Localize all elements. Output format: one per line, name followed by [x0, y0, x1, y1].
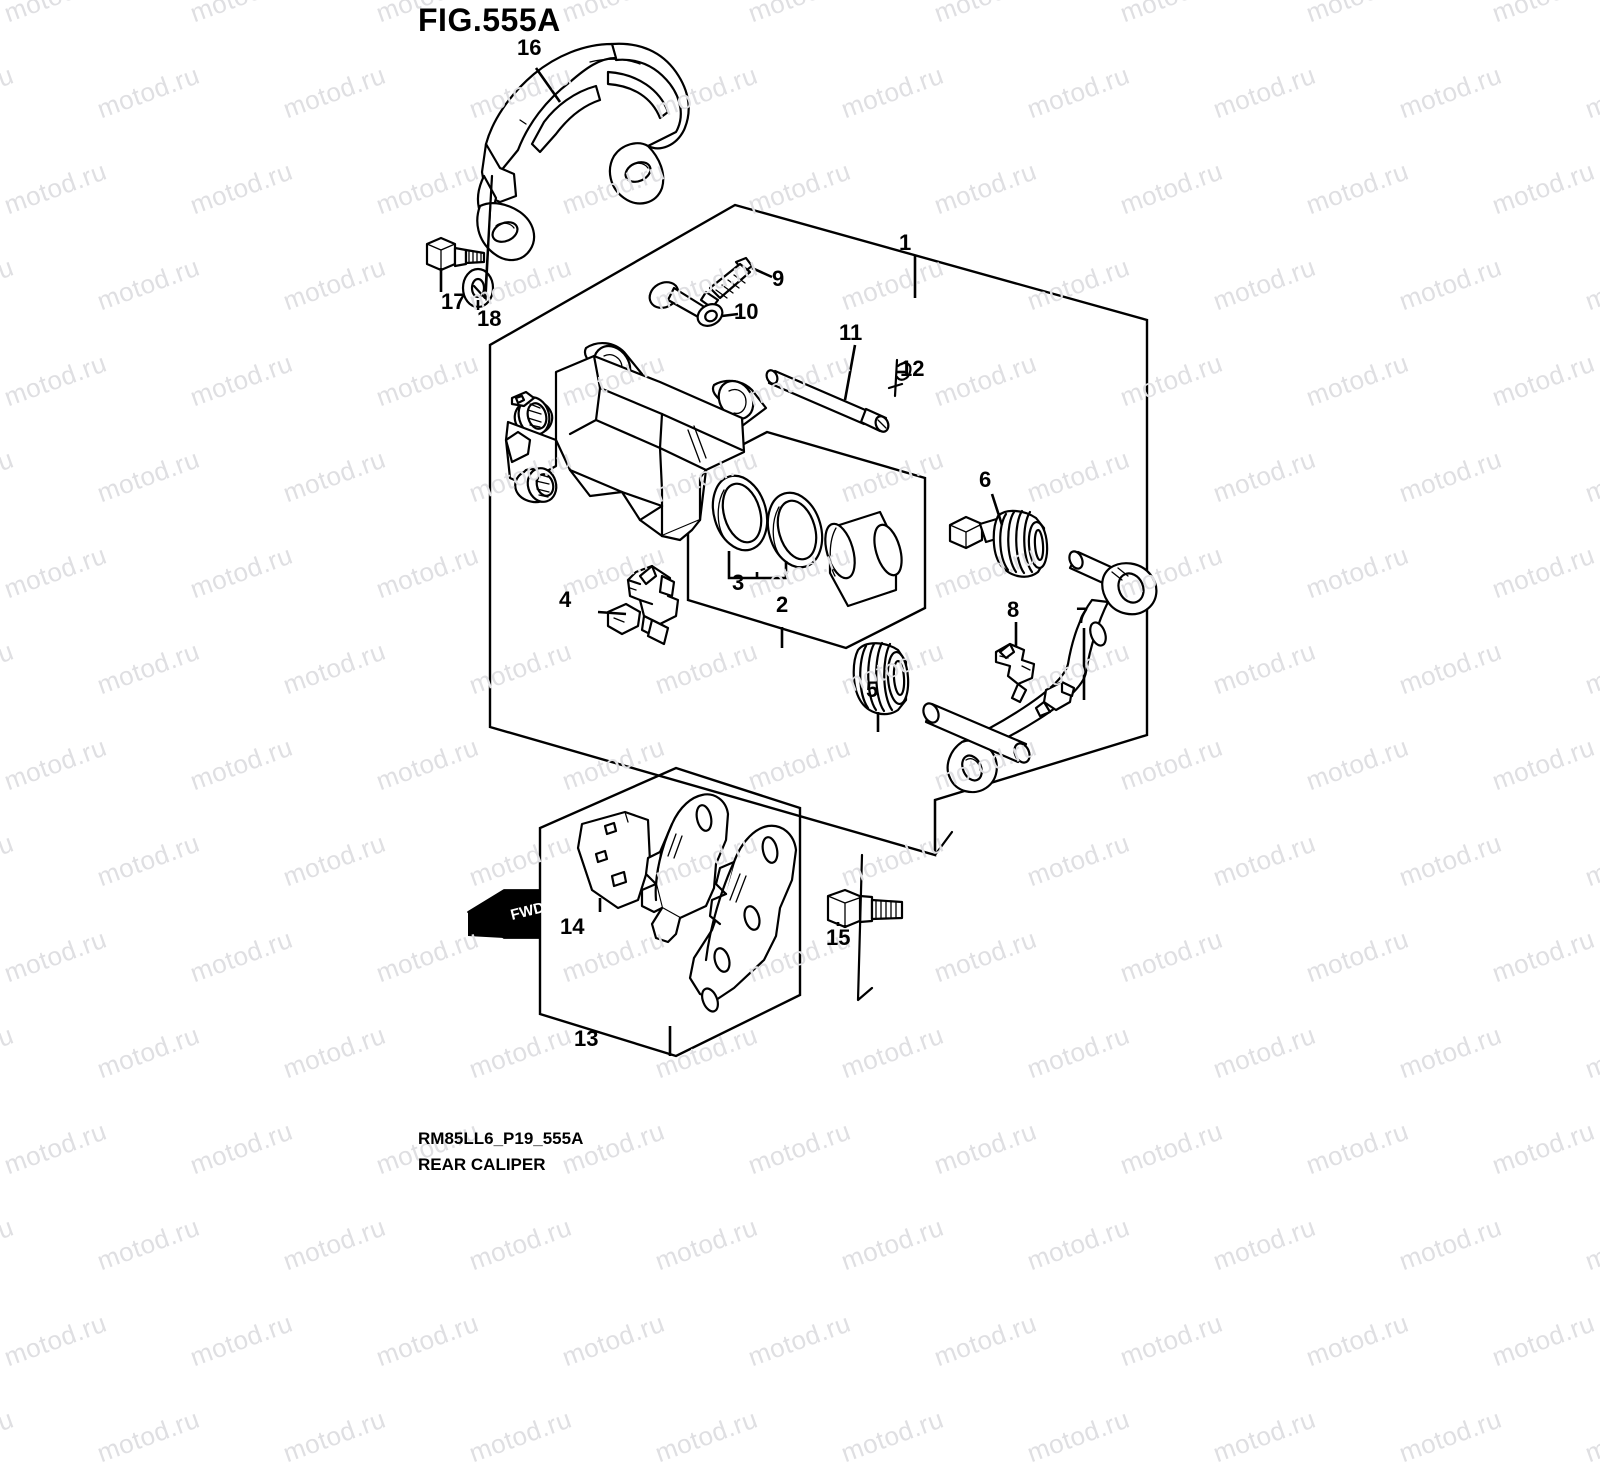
forward-direction-arrow: FWD — [467, 889, 546, 939]
piston-seal-pair — [711, 474, 824, 569]
callout-3: 3 — [732, 570, 745, 595]
watermark-text: motod.ru — [651, 1211, 762, 1277]
watermark-text: motod.ru — [558, 1307, 669, 1373]
watermark-text: motod.ru — [930, 1307, 1041, 1373]
bleeder-valve-cap — [648, 281, 724, 327]
brake-pad-set — [640, 793, 798, 1013]
callout-6: 6 — [979, 467, 992, 492]
watermark-text: motod.ru — [465, 1211, 576, 1277]
caption-name: REAR CALIPER — [418, 1155, 546, 1175]
callout-4: 4 — [559, 587, 572, 612]
caliper-body — [504, 342, 768, 542]
figure-caption: RM85LL6_P19_555A REAR CALIPER — [418, 1126, 583, 1179]
leader-4 — [597, 610, 627, 616]
callout-18: 18 — [477, 306, 502, 331]
callout-2: 2 — [776, 592, 789, 617]
watermark-text: motod.ru — [93, 1211, 204, 1277]
callout-10: 10 — [734, 299, 759, 324]
callout-1: 1 — [899, 230, 912, 255]
watermark-text: motod.ru — [279, 1403, 390, 1469]
pad-pin-clip — [887, 358, 912, 398]
leader-11 — [843, 344, 857, 401]
caliper-protector-bracket — [476, 42, 690, 262]
watermark-text: motod.ru — [1395, 1403, 1506, 1469]
figure-title: FIG.555A — [418, 2, 561, 38]
watermark-text: motod.ru — [1116, 1307, 1227, 1373]
caption-code: RM85LL6_P19_555A — [418, 1129, 584, 1148]
pad-spring-clip — [606, 564, 680, 646]
watermark-text: motod.ru — [1581, 1403, 1600, 1469]
brake-pad-pin — [765, 369, 890, 433]
callout-9: 9 — [772, 266, 785, 291]
watermark-text: motod.ru — [1023, 1403, 1134, 1469]
parts-diagram: .ln{fill:none;stroke:#000;stroke-width:2… — [425, 42, 1158, 1058]
watermark-text: motod.ru — [1395, 1211, 1506, 1277]
callout-17: 17 — [441, 289, 466, 314]
pointer-16-arrow — [472, 174, 494, 300]
callout-8: 8 — [1007, 597, 1020, 622]
pad-shim — [576, 810, 652, 910]
caliper-piston — [824, 510, 903, 608]
slide-pin-bolt — [948, 509, 1049, 578]
protector-mount-bolt — [425, 236, 486, 272]
watermark-text: motod.ru — [837, 1403, 948, 1469]
dust-boot-lower — [852, 641, 910, 716]
caliper-bracket-holder — [922, 550, 1158, 794]
callout-14: 14 — [560, 914, 585, 939]
watermark-text: motod.ru — [1209, 1403, 1320, 1469]
watermark-text: motod.ru — [1302, 1307, 1413, 1373]
watermark-text: motod.ru — [372, 1307, 483, 1373]
brake-pad-group-outline — [538, 766, 802, 1058]
callout-12: 12 — [900, 356, 925, 381]
leader-10 — [721, 312, 739, 318]
watermark-text: motod.ru — [744, 1307, 855, 1373]
callout-5: 5 — [866, 677, 879, 702]
watermark-text: motod.ru — [1023, 1211, 1134, 1277]
watermark-text: motod.ru — [0, 1211, 18, 1277]
leader-16 — [534, 67, 562, 103]
leader-9 — [751, 266, 773, 279]
watermark-text: motod.ru — [1581, 1211, 1600, 1277]
callout-11: 11 — [839, 320, 863, 345]
watermark-text: motod.ru — [465, 1403, 576, 1469]
callout-13: 13 — [574, 1026, 599, 1051]
pointer-15-strip — [856, 853, 874, 1002]
watermark-text: motod.ru — [0, 1307, 111, 1373]
watermark-text: motod.ru — [0, 1403, 18, 1469]
callout-7: 7 — [1076, 603, 1089, 628]
callout-15: 15 — [826, 925, 851, 950]
watermark-text: motod.ru — [651, 1403, 762, 1469]
watermark-text: motod.ru — [1488, 1307, 1599, 1373]
watermark-text: motod.ru — [837, 1211, 948, 1277]
watermark-text: motod.ru — [93, 1403, 204, 1469]
leader-6 — [990, 493, 1004, 526]
callout-16: 16 — [517, 35, 542, 60]
watermark-text: motod.ru — [1209, 1211, 1320, 1277]
bracket-retaining-clip — [994, 642, 1036, 704]
watermark-text: motod.ru — [279, 1211, 390, 1277]
pointer-7-arrow — [933, 798, 954, 857]
caliper-mounting-flange-bolt — [826, 888, 904, 929]
watermark-text: motod.ru — [186, 1307, 297, 1373]
